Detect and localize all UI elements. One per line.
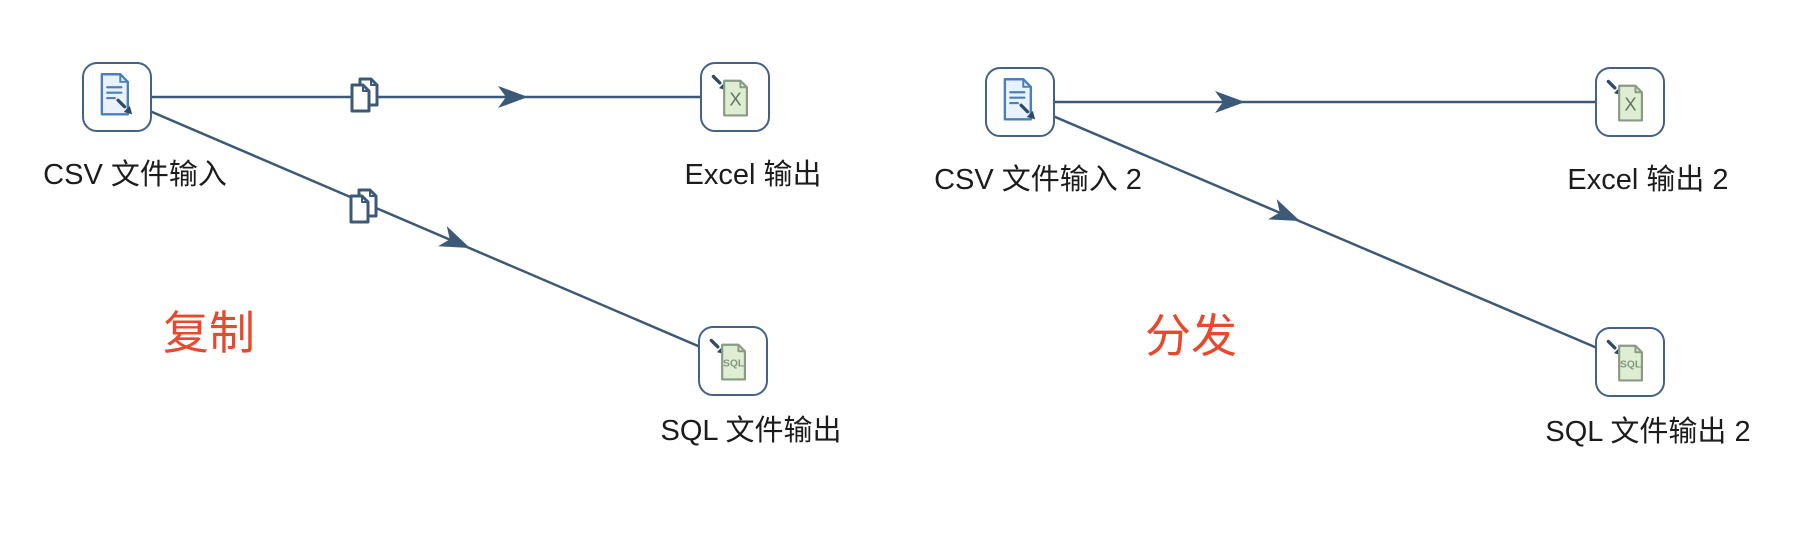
csv-file-icon	[1003, 78, 1036, 121]
hop-line[interactable]	[116, 95, 734, 363]
step-node-sql-output-2[interactable]: SQL	[1595, 327, 1665, 397]
step-label-excel-output: Excel 输出	[684, 159, 822, 191]
step-label-sql-output: SQL 文件输出	[660, 415, 842, 447]
step-label-csv-input-2: CSV 文件输入 2	[934, 164, 1142, 196]
hop-arrow-icon	[438, 226, 475, 259]
sql-text-glyph: SQL	[1620, 359, 1641, 370]
note-distribute-mode[interactable]: 分发	[1145, 310, 1237, 362]
output-arrow-icon	[1019, 103, 1036, 120]
output-arrow-icon	[116, 98, 133, 115]
sql-file-icon: SQL	[709, 338, 746, 381]
sql-file-icon: SQL	[1606, 339, 1643, 382]
hop-line[interactable]	[1019, 100, 1631, 364]
copy-rows-icon[interactable]	[349, 188, 378, 224]
excel-x-glyph: X	[1624, 94, 1636, 115]
step-node-excel-output[interactable]: X	[700, 62, 770, 132]
excel-x-glyph: X	[729, 89, 741, 110]
step-label-csv-input: CSV 文件输入	[43, 159, 227, 191]
hop-arrow-icon	[1268, 199, 1305, 232]
note-copy-mode[interactable]: 复制	[163, 307, 255, 359]
copy-rows-icon[interactable]	[350, 77, 379, 113]
step-label-sql-output-2: SQL 文件输出 2	[1545, 416, 1751, 448]
step-node-csv-input[interactable]	[82, 62, 152, 132]
step-node-excel-output-2[interactable]: X	[1595, 67, 1665, 137]
excel-file-icon: X	[1606, 79, 1643, 122]
sql-text-glyph: SQL	[723, 358, 744, 369]
csv-file-icon	[100, 73, 133, 116]
step-label-excel-output-2: Excel 输出 2	[1567, 164, 1729, 196]
excel-file-icon: X	[711, 74, 748, 117]
step-node-sql-output[interactable]: SQL	[698, 326, 768, 396]
step-node-csv-input-2[interactable]	[985, 67, 1055, 137]
